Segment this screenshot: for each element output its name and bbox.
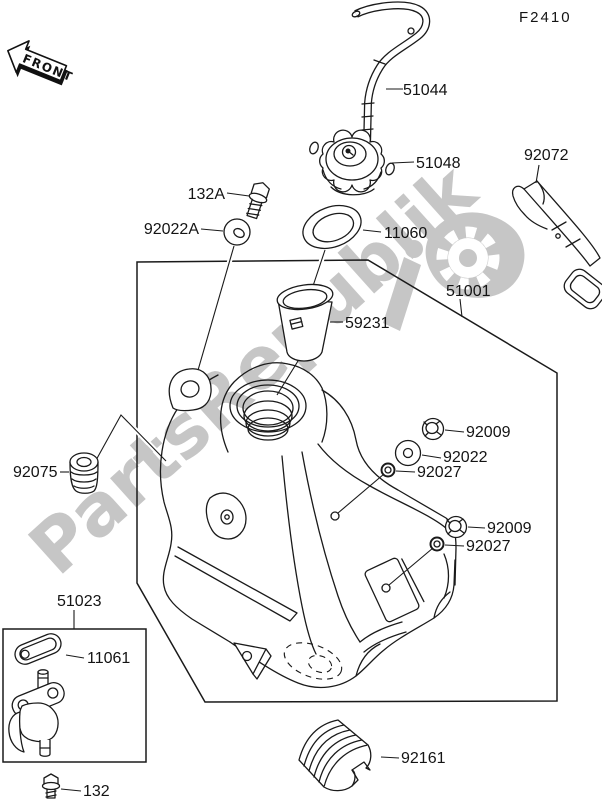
filter-cup-drawing — [276, 283, 334, 396]
part-labels: 51044 51048 11060 92072 132A 92022A 5100… — [13, 82, 569, 800]
part-label-92022A: 92022A — [144, 221, 199, 238]
part-label-59231: 59231 — [345, 315, 390, 332]
part-label-51048: 51048 — [416, 155, 461, 172]
breather-hose-drawing — [351, 1, 431, 149]
collar-upper-drawing — [380, 462, 396, 478]
nut-lower-drawing — [444, 515, 468, 539]
part-label-51044: 51044 — [403, 82, 448, 99]
part-label-51001: 51001 — [446, 283, 491, 300]
washer-right-drawing — [394, 439, 422, 467]
figure-code: F2410 — [519, 9, 572, 26]
tap-bolt-drawing — [41, 773, 61, 799]
part-label-92027-upper: 92027 — [417, 464, 462, 481]
part-label-92009-upper: 92009 — [466, 424, 511, 441]
part-label-132A: 132A — [188, 186, 226, 203]
part-label-132: 132 — [83, 783, 110, 800]
part-label-92027-lower: 92027 — [466, 538, 511, 555]
part-label-92075: 92075 — [13, 464, 58, 481]
tank-assembly-border — [136, 259, 558, 703]
collar-lower-drawing — [429, 536, 445, 552]
grommet-drawing — [69, 452, 99, 494]
strap-drawing — [511, 180, 602, 310]
fuel-cap-drawing — [309, 129, 395, 196]
border-crossing-leaders — [92, 245, 328, 464]
fuel-tank-drawing — [159, 362, 457, 689]
part-label-11060: 11060 — [384, 225, 427, 242]
part-label-92072: 92072 — [524, 147, 569, 164]
part-label-11061: 11061 — [87, 650, 130, 667]
leader-lines — [60, 88, 540, 792]
part-label-92009-lower: 92009 — [487, 520, 532, 537]
watermark-splash-stick — [383, 257, 421, 331]
part-label-92161: 92161 — [401, 750, 446, 767]
gear-icon — [436, 226, 500, 290]
front-bolt-drawing — [246, 182, 270, 220]
watermark-splash-dot — [405, 240, 423, 258]
nut-upper-drawing — [421, 417, 445, 441]
fuel-tap-drawing — [8, 633, 65, 757]
part-label-92022: 92022 — [443, 449, 488, 466]
front-arrow: FRONT — [7, 40, 75, 86]
cap-gasket-drawing — [302, 204, 362, 250]
part-label-51023: 51023 — [57, 593, 102, 610]
front-washer-drawing — [223, 218, 251, 246]
tank-pad-drawing — [298, 719, 372, 792]
